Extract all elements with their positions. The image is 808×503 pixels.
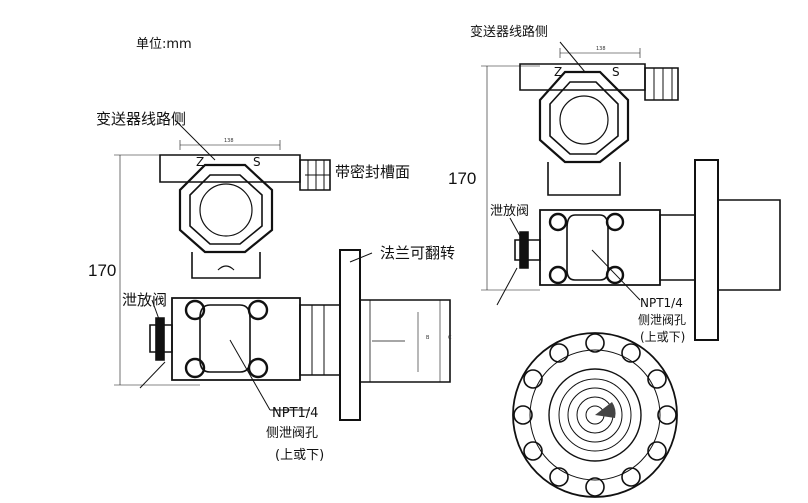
left-dim-b: B xyxy=(426,335,430,341)
right-transmitter-drawing xyxy=(481,41,781,341)
right-side-vent-hole-label: 侧泄阀孔 xyxy=(638,313,686,327)
left-npt-label: NPT1/4 xyxy=(272,406,318,421)
left-top-width-dim: 138 xyxy=(224,138,234,144)
left-transmitter-drawing xyxy=(114,119,451,421)
right-up-or-down-label: (上或下) xyxy=(640,330,685,344)
flange-face-drawing xyxy=(512,332,678,498)
right-top-width-dim: 138 xyxy=(596,46,606,52)
right-s-mark: S xyxy=(612,65,620,79)
left-up-or-down-label: (上或下) xyxy=(275,448,324,463)
left-s-mark: S xyxy=(253,155,261,169)
left-seal-groove-label: 带密封槽面 xyxy=(335,163,410,181)
left-dim-c: C xyxy=(448,335,452,341)
unit-label: 单位:mm xyxy=(136,37,192,52)
left-flange-rotatable-label: 法兰可翻转 xyxy=(380,244,455,262)
right-height-dim: 170 xyxy=(448,169,476,188)
left-circuit-side-label: 变送器线路侧 xyxy=(96,110,186,128)
right-z-mark: Z xyxy=(554,65,562,79)
left-side-vent-hole-label: 侧泄阀孔 xyxy=(266,426,318,441)
left-z-mark: Z xyxy=(196,155,204,169)
left-height-dim: 170 xyxy=(88,261,116,280)
left-vent-valve-label: 泄放阀 xyxy=(122,291,167,309)
right-circuit-side-label: 变送器线路侧 xyxy=(470,24,548,40)
right-npt-label: NPT1/4 xyxy=(640,296,683,310)
right-vent-valve-label: 泄放阀 xyxy=(490,204,529,219)
